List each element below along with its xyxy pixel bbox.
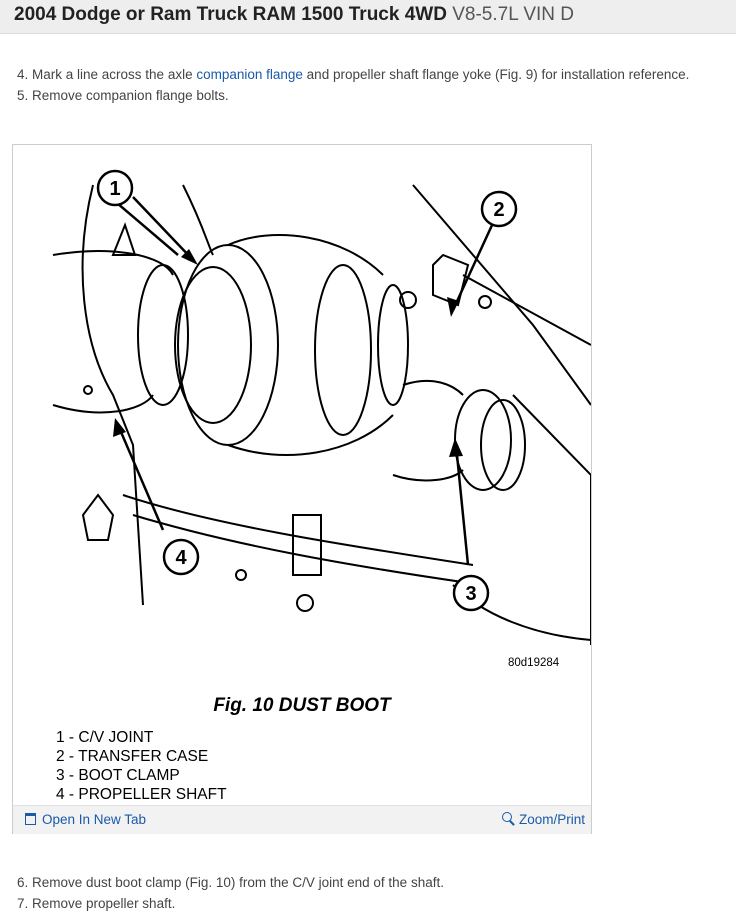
engine-subtitle: V8-5.7L VIN D xyxy=(452,4,575,25)
dust-boot-illustration: 1 2 3 4 xyxy=(52,169,591,645)
step-6: 6. Remove dust boot clamp (Fig. 10) from… xyxy=(17,875,444,890)
open-in-new-tab-label: Open In New Tab xyxy=(42,812,147,827)
step-4-text-start: 4. Mark a line across the axle xyxy=(17,67,197,82)
callout-label-1: 1 xyxy=(109,178,120,200)
zoom-icon xyxy=(501,812,515,825)
open-in-new-tab-link[interactable]: Open In New Tab xyxy=(25,812,146,827)
callout-circle-3 xyxy=(452,574,490,612)
callout-label-4: 4 xyxy=(175,547,187,569)
step-7: 7. Remove propeller shaft. xyxy=(17,896,176,911)
callout-label-2: 2 xyxy=(493,199,504,221)
callout-label-3: 3 xyxy=(465,583,476,605)
callout-circle-1 xyxy=(96,169,134,207)
legend-item: 3 - BOOT CLAMP xyxy=(56,767,180,784)
legend-item: 2 - TRANSFER CASE xyxy=(56,748,209,765)
page-title: 2004 Dodge or Ram Truck RAM 1500 Truck 4… xyxy=(14,4,574,26)
legend-item: 1 - C/V JOINT xyxy=(56,729,154,746)
figure-footer: Open In New Tab Zoom/Print xyxy=(13,805,591,834)
callout-circle-4 xyxy=(162,538,200,576)
steps-list-bottom: 6. Remove dust boot clamp (Fig. 10) from… xyxy=(17,872,444,914)
zoom-print-link[interactable]: Zoom/Print xyxy=(501,812,585,827)
figure-legend: 1 - C/V JOINT 2 - TRANSFER CASE 3 - BOOT… xyxy=(56,728,227,804)
vehicle-title: 2004 Dodge or Ram Truck RAM 1500 Truck 4… xyxy=(14,4,447,25)
new-tab-icon xyxy=(25,813,36,825)
page-header: 2004 Dodge or Ram Truck RAM 1500 Truck 4… xyxy=(0,0,736,34)
companion-flange-link[interactable]: companion flange xyxy=(196,67,303,82)
legend-item: 4 - PROPELLER SHAFT xyxy=(56,786,227,803)
figure-caption: Fig. 10 DUST BOOT xyxy=(213,695,391,716)
step-4-text-end: and propeller shaft flange yoke (Fig. 9)… xyxy=(302,67,690,82)
callout-circle-2 xyxy=(480,190,518,228)
zoom-print-label: Zoom/Print xyxy=(518,812,585,827)
figure-code: 80d19284 xyxy=(508,657,560,669)
steps-list-top: 4. Mark a line across the axle companion… xyxy=(17,64,689,106)
step-5: 5. Remove companion flange bolts. xyxy=(17,88,229,103)
step-4: 4. Mark a line across the axle companion… xyxy=(17,64,689,85)
figure-container: 1 2 3 4 80d19284 Fig. 10 DUST BOOT 1 - C… xyxy=(12,144,592,834)
